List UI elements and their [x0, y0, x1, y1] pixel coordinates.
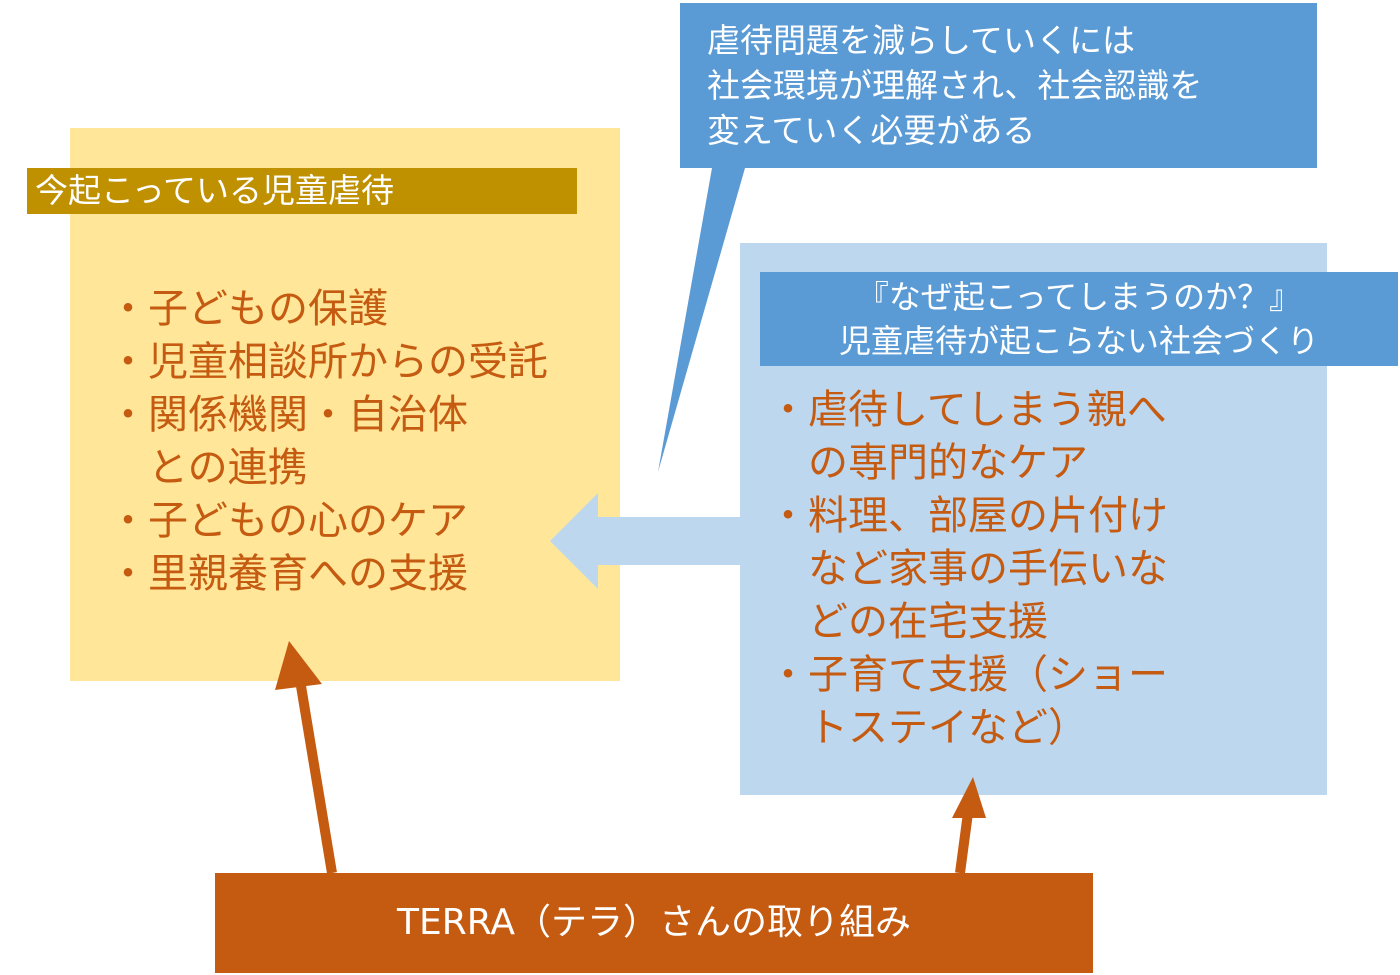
left-panel [70, 128, 620, 681]
right-panel-title-line: 『なぜ起こってしまうのか？』 [856, 278, 1302, 316]
right-panel-title-line: 児童虐待が起こらない社会づくり [838, 322, 1319, 360]
list-item: ・児童相談所からの受託 [108, 339, 548, 385]
right-panel-title: 『なぜ起こってしまうのか？』 児童虐待が起こらない社会づくり [760, 272, 1398, 366]
list-item: トステイなど） [768, 705, 1088, 751]
list-item: ・子どもの心のケア [108, 498, 468, 544]
callout-line: 社会環境が理解され、社会認識を [707, 66, 1203, 105]
bottom-bar: TERRA（テラ）さんの取り組み [215, 873, 1093, 973]
right-to-left-arrow [550, 493, 740, 589]
list-item: など家事の手伝いな [768, 546, 1168, 592]
callout-line: 虐待問題を減らしていくには [707, 21, 1136, 60]
right-panel-list: ・虐待してしまう親へ の専門的なケア ・料理、部屋の片付け など家事の手伝いな … [768, 384, 1168, 755]
callout-text: 虐待問題を減らしていくには 社会環境が理解され、社会認識を 変えていく必要がある [707, 18, 1202, 153]
bottom-to-right-arrowhead [952, 777, 986, 818]
bottom-to-right-arrow-shaft [955, 812, 973, 874]
list-item: ・関係機関・自治体 [108, 392, 468, 438]
bottom-to-left-arrowhead [275, 641, 322, 690]
list-item: との連携 [108, 445, 308, 491]
list-item: どの在宅支援 [768, 599, 1048, 645]
list-item: ・子どもの保護 [108, 286, 388, 332]
list-item: ・里親養育への支援 [108, 551, 468, 597]
callout-line: 変えていく必要がある [707, 111, 1036, 150]
list-item: ・子育て支援（ショー [768, 652, 1168, 698]
left-panel-list: ・子どもの保護 ・児童相談所からの受託 ・関係機関・自治体 との連携 ・子どもの… [108, 283, 548, 601]
list-item: ・料理、部屋の片付け [768, 493, 1168, 539]
list-item: ・虐待してしまう親へ [768, 387, 1167, 433]
bottom-to-left-arrow-shaft [295, 679, 337, 874]
list-item: の専門的なケア [768, 440, 1088, 486]
left-panel-title: 今起こっている児童虐待 [27, 168, 577, 214]
